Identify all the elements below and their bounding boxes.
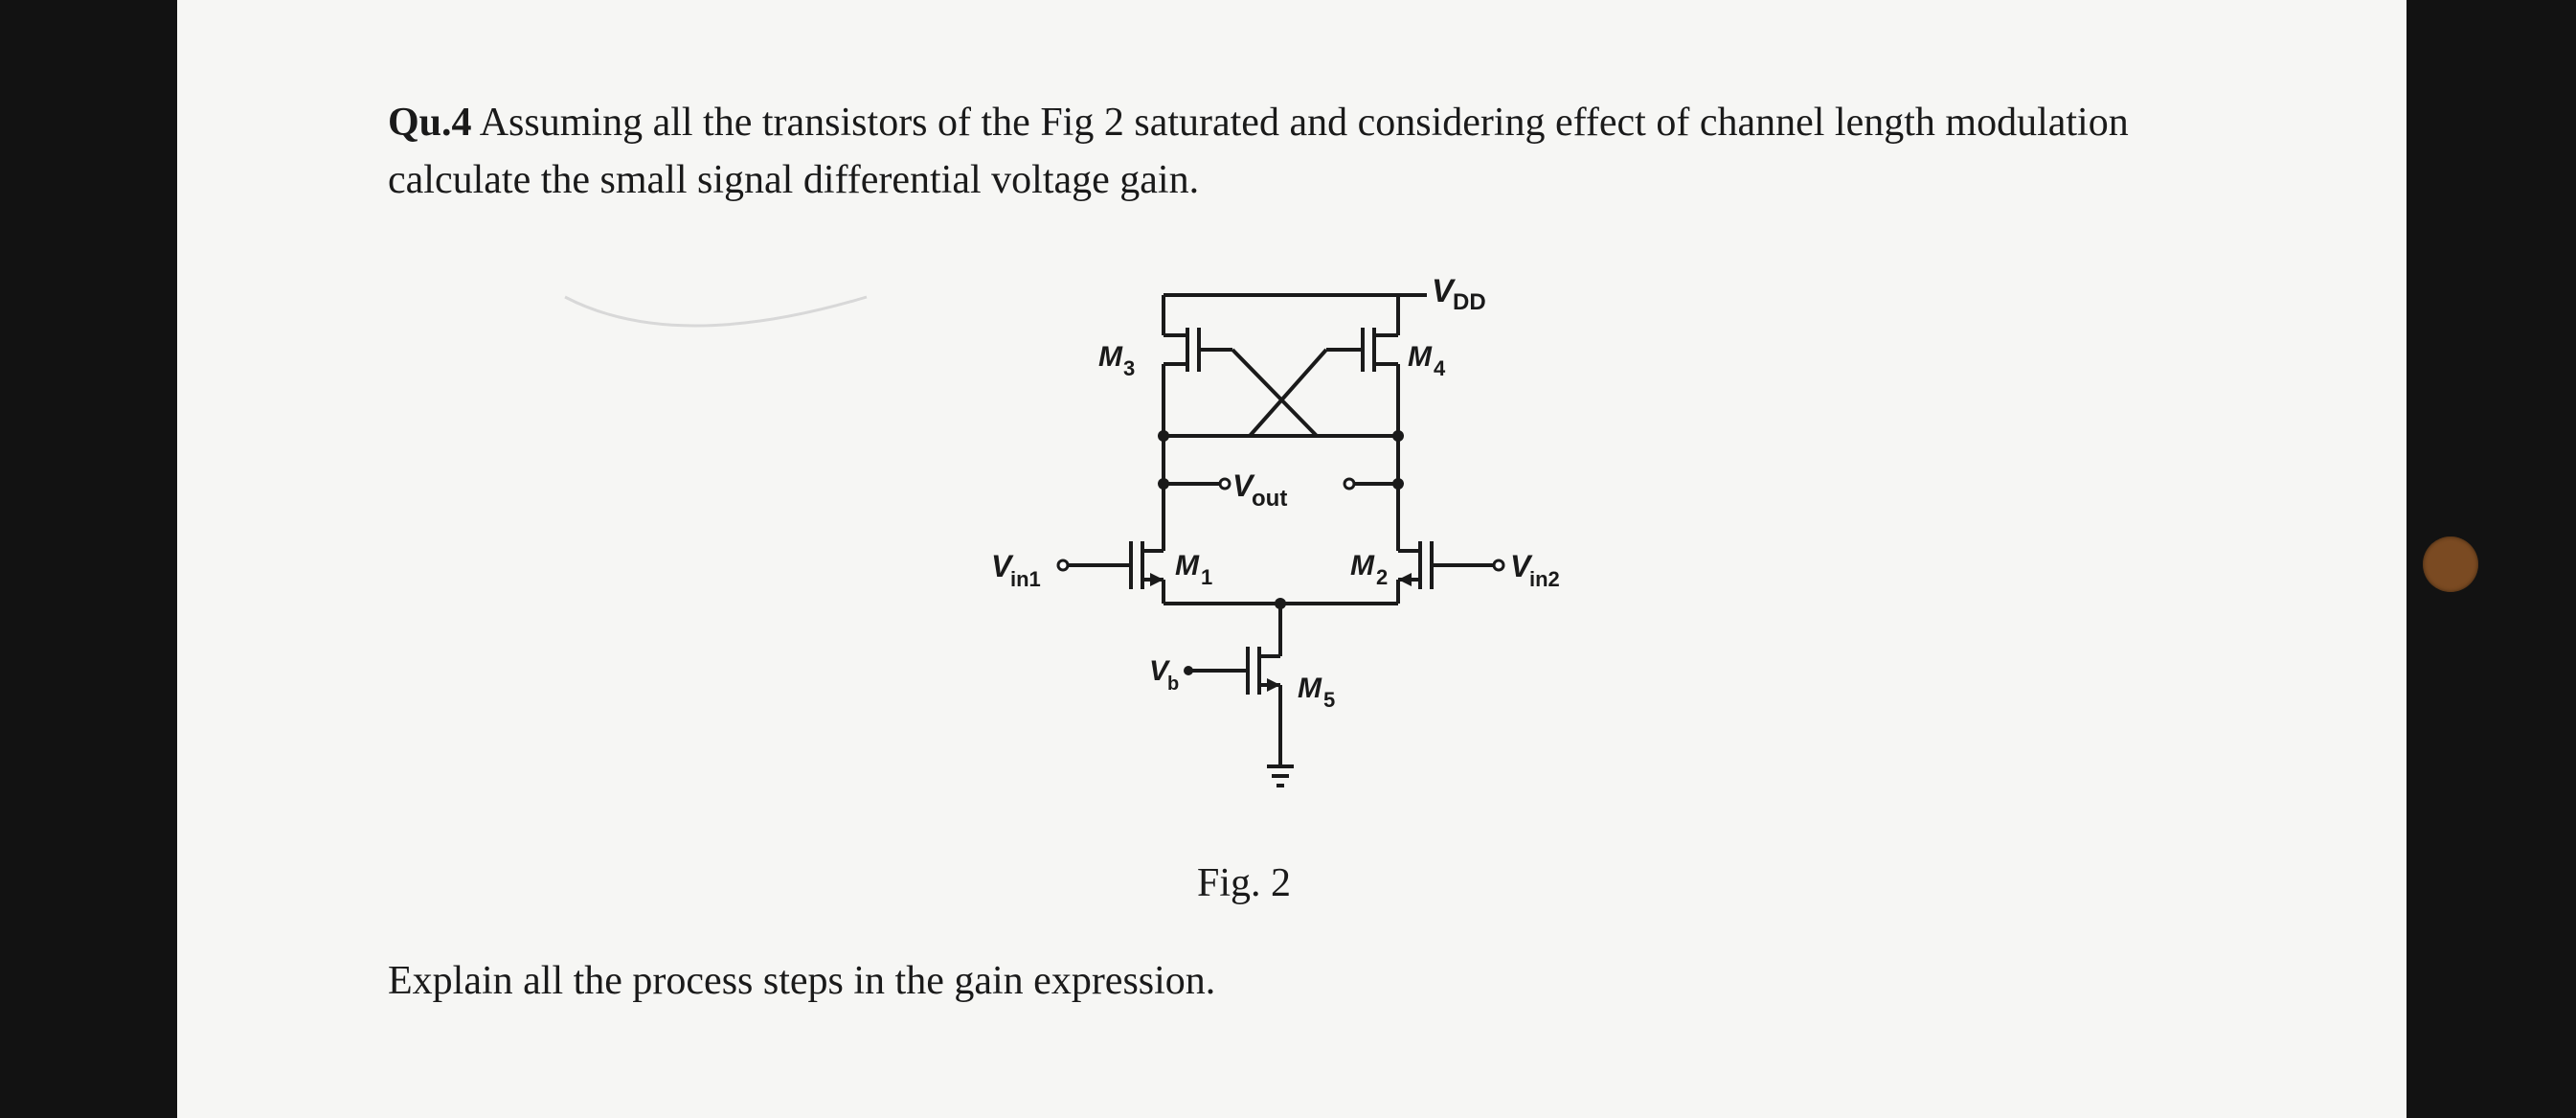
m2-label: M (1350, 550, 1375, 582)
vdd-label: V (1432, 273, 1457, 309)
m5-label: M (1298, 673, 1322, 704)
vin2-label: V (1510, 549, 1533, 583)
vout-label-sub: out (1252, 486, 1287, 512)
vdd-label-sub: DD (1453, 289, 1486, 315)
vin2-label-sub: in2 (1529, 567, 1560, 591)
instruction-text: Explain all the process steps in the gai… (388, 959, 1216, 1003)
m5-label-sub: 5 (1323, 688, 1335, 712)
m3-label: M (1098, 341, 1123, 373)
vin1-label-sub: in1 (1010, 567, 1041, 591)
m4-label: M (1408, 341, 1433, 373)
m4-label-sub: 4 (1434, 356, 1446, 380)
brown-dot-mark (2423, 536, 2478, 592)
vin1-label: V (991, 549, 1014, 583)
question-body: Assuming all the transistors of the Fig … (388, 101, 2129, 202)
document-page: Qu.4 Assuming all the transistors of the… (177, 0, 2478, 1118)
figure-caption: Fig. 2 (1197, 861, 1292, 905)
question-text: Qu.4 Assuming all the transistors of the… (388, 94, 2265, 209)
vb-label: V (1149, 655, 1171, 687)
m2-label-sub: 2 (1376, 565, 1388, 589)
circuit-diagram: V DD M 3 M 4 V out V in1 M 1 M 2 V in2 V… (991, 273, 1560, 787)
vb-label-sub: b (1167, 673, 1179, 695)
left-black-margin (0, 0, 177, 1118)
pencil-smudge (564, 295, 868, 328)
question-number: Qu.4 (388, 101, 472, 145)
vout-label: V (1232, 468, 1255, 503)
m1-label: M (1175, 550, 1200, 582)
m1-label-sub: 1 (1201, 565, 1212, 589)
m3-label-sub: 3 (1123, 356, 1135, 380)
